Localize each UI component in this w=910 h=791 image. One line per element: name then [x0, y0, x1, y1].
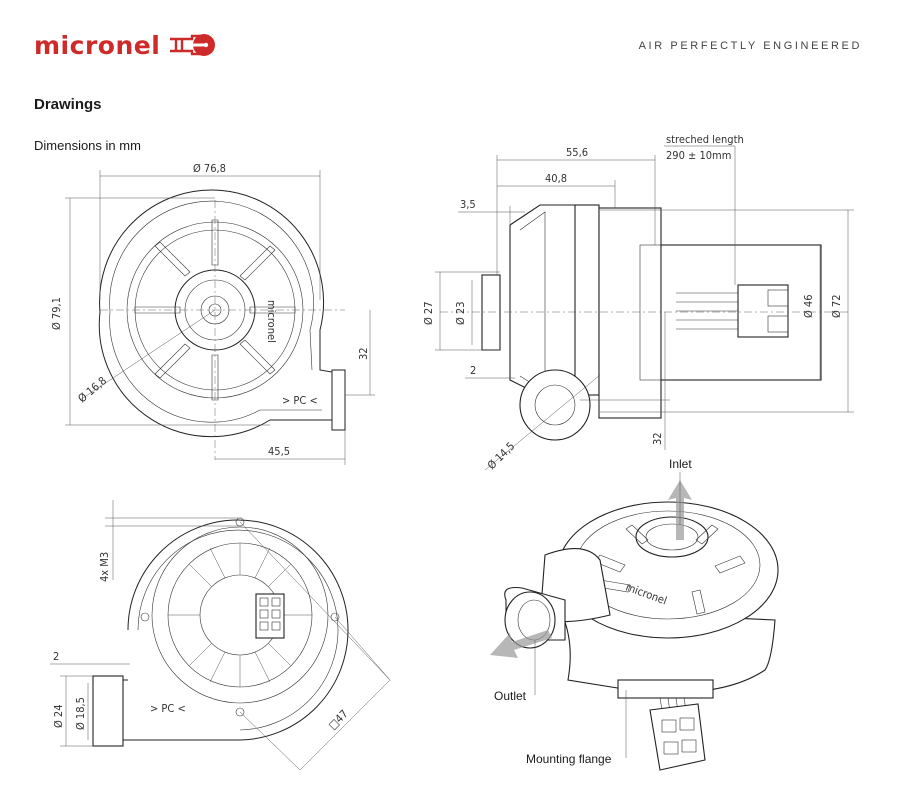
iso-view: micronel Inlet Outlet Mounting flange [490, 457, 779, 771]
bottom-screw-dim: 4x M3 [98, 552, 111, 582]
bottom-view: > PC < 4x M3 2 Ø 24 Ø 18,5 □47 [50, 500, 391, 771]
side-body-length-dim: 40,8 [545, 172, 567, 185]
front-outlet-offset-dim: 45,5 [268, 445, 290, 458]
svg-text:micronel: micronel [265, 300, 278, 343]
outlet-arrow-icon [490, 630, 552, 658]
side-outlet-offset-dim: 32 [651, 432, 664, 445]
inlet-label: Inlet [669, 457, 692, 471]
fan-logo-icon [170, 34, 216, 56]
side-housing-dim: Ø 72 [830, 294, 843, 318]
side-inlet-outer-dim: Ø 27 [422, 301, 435, 325]
cable-note-line1: streched length [666, 133, 744, 146]
side-gap-dim: 2 [470, 364, 476, 377]
brand-logo: micronel [34, 30, 218, 60]
mounting-flange-label: Mounting flange [526, 752, 612, 766]
tagline: AIR PERFECTLY ENGINEERED [638, 40, 862, 52]
cable-note-line2: 290 ± 10mm [666, 149, 731, 162]
side-motor-dim: Ø 46 [802, 294, 815, 318]
front-width-dim: Ø 76,8 [193, 162, 226, 175]
front-outlet-height-dim: 32 [357, 347, 370, 360]
front-hub-dim: Ø 16,8 [76, 374, 110, 405]
bottom-outlet-marking: > PC < [150, 702, 186, 715]
side-view: 55,6 40,8 3,5 streched length 290 ± 10mm… [422, 133, 854, 472]
front-view: micronel > PC < Ø 76,8 Ø 79,1 Ø 16,8 32 … [50, 162, 375, 465]
front-height-dim: Ø 79,1 [50, 297, 63, 330]
bottom-outlet-inner-dim: Ø 18,5 [74, 697, 87, 730]
brand-name: micronel [34, 30, 161, 60]
bottom-outlet-outer-dim: Ø 24 [52, 704, 65, 728]
bottom-gap-dim: 2 [53, 650, 59, 663]
outlet-label: Outlet [494, 689, 527, 703]
section-title: Drawings [34, 96, 102, 113]
side-outlet-dim: Ø 14,5 [485, 440, 518, 473]
front-outlet-marking: > PC < [282, 394, 318, 407]
bottom-square-dim: □47 [326, 707, 351, 732]
side-flange-dim: 3,5 [460, 198, 476, 211]
side-total-length-dim: 55,6 [566, 146, 588, 159]
section-subtitle: Dimensions in mm [34, 138, 141, 153]
side-inlet-inner-dim: Ø 23 [454, 301, 467, 325]
